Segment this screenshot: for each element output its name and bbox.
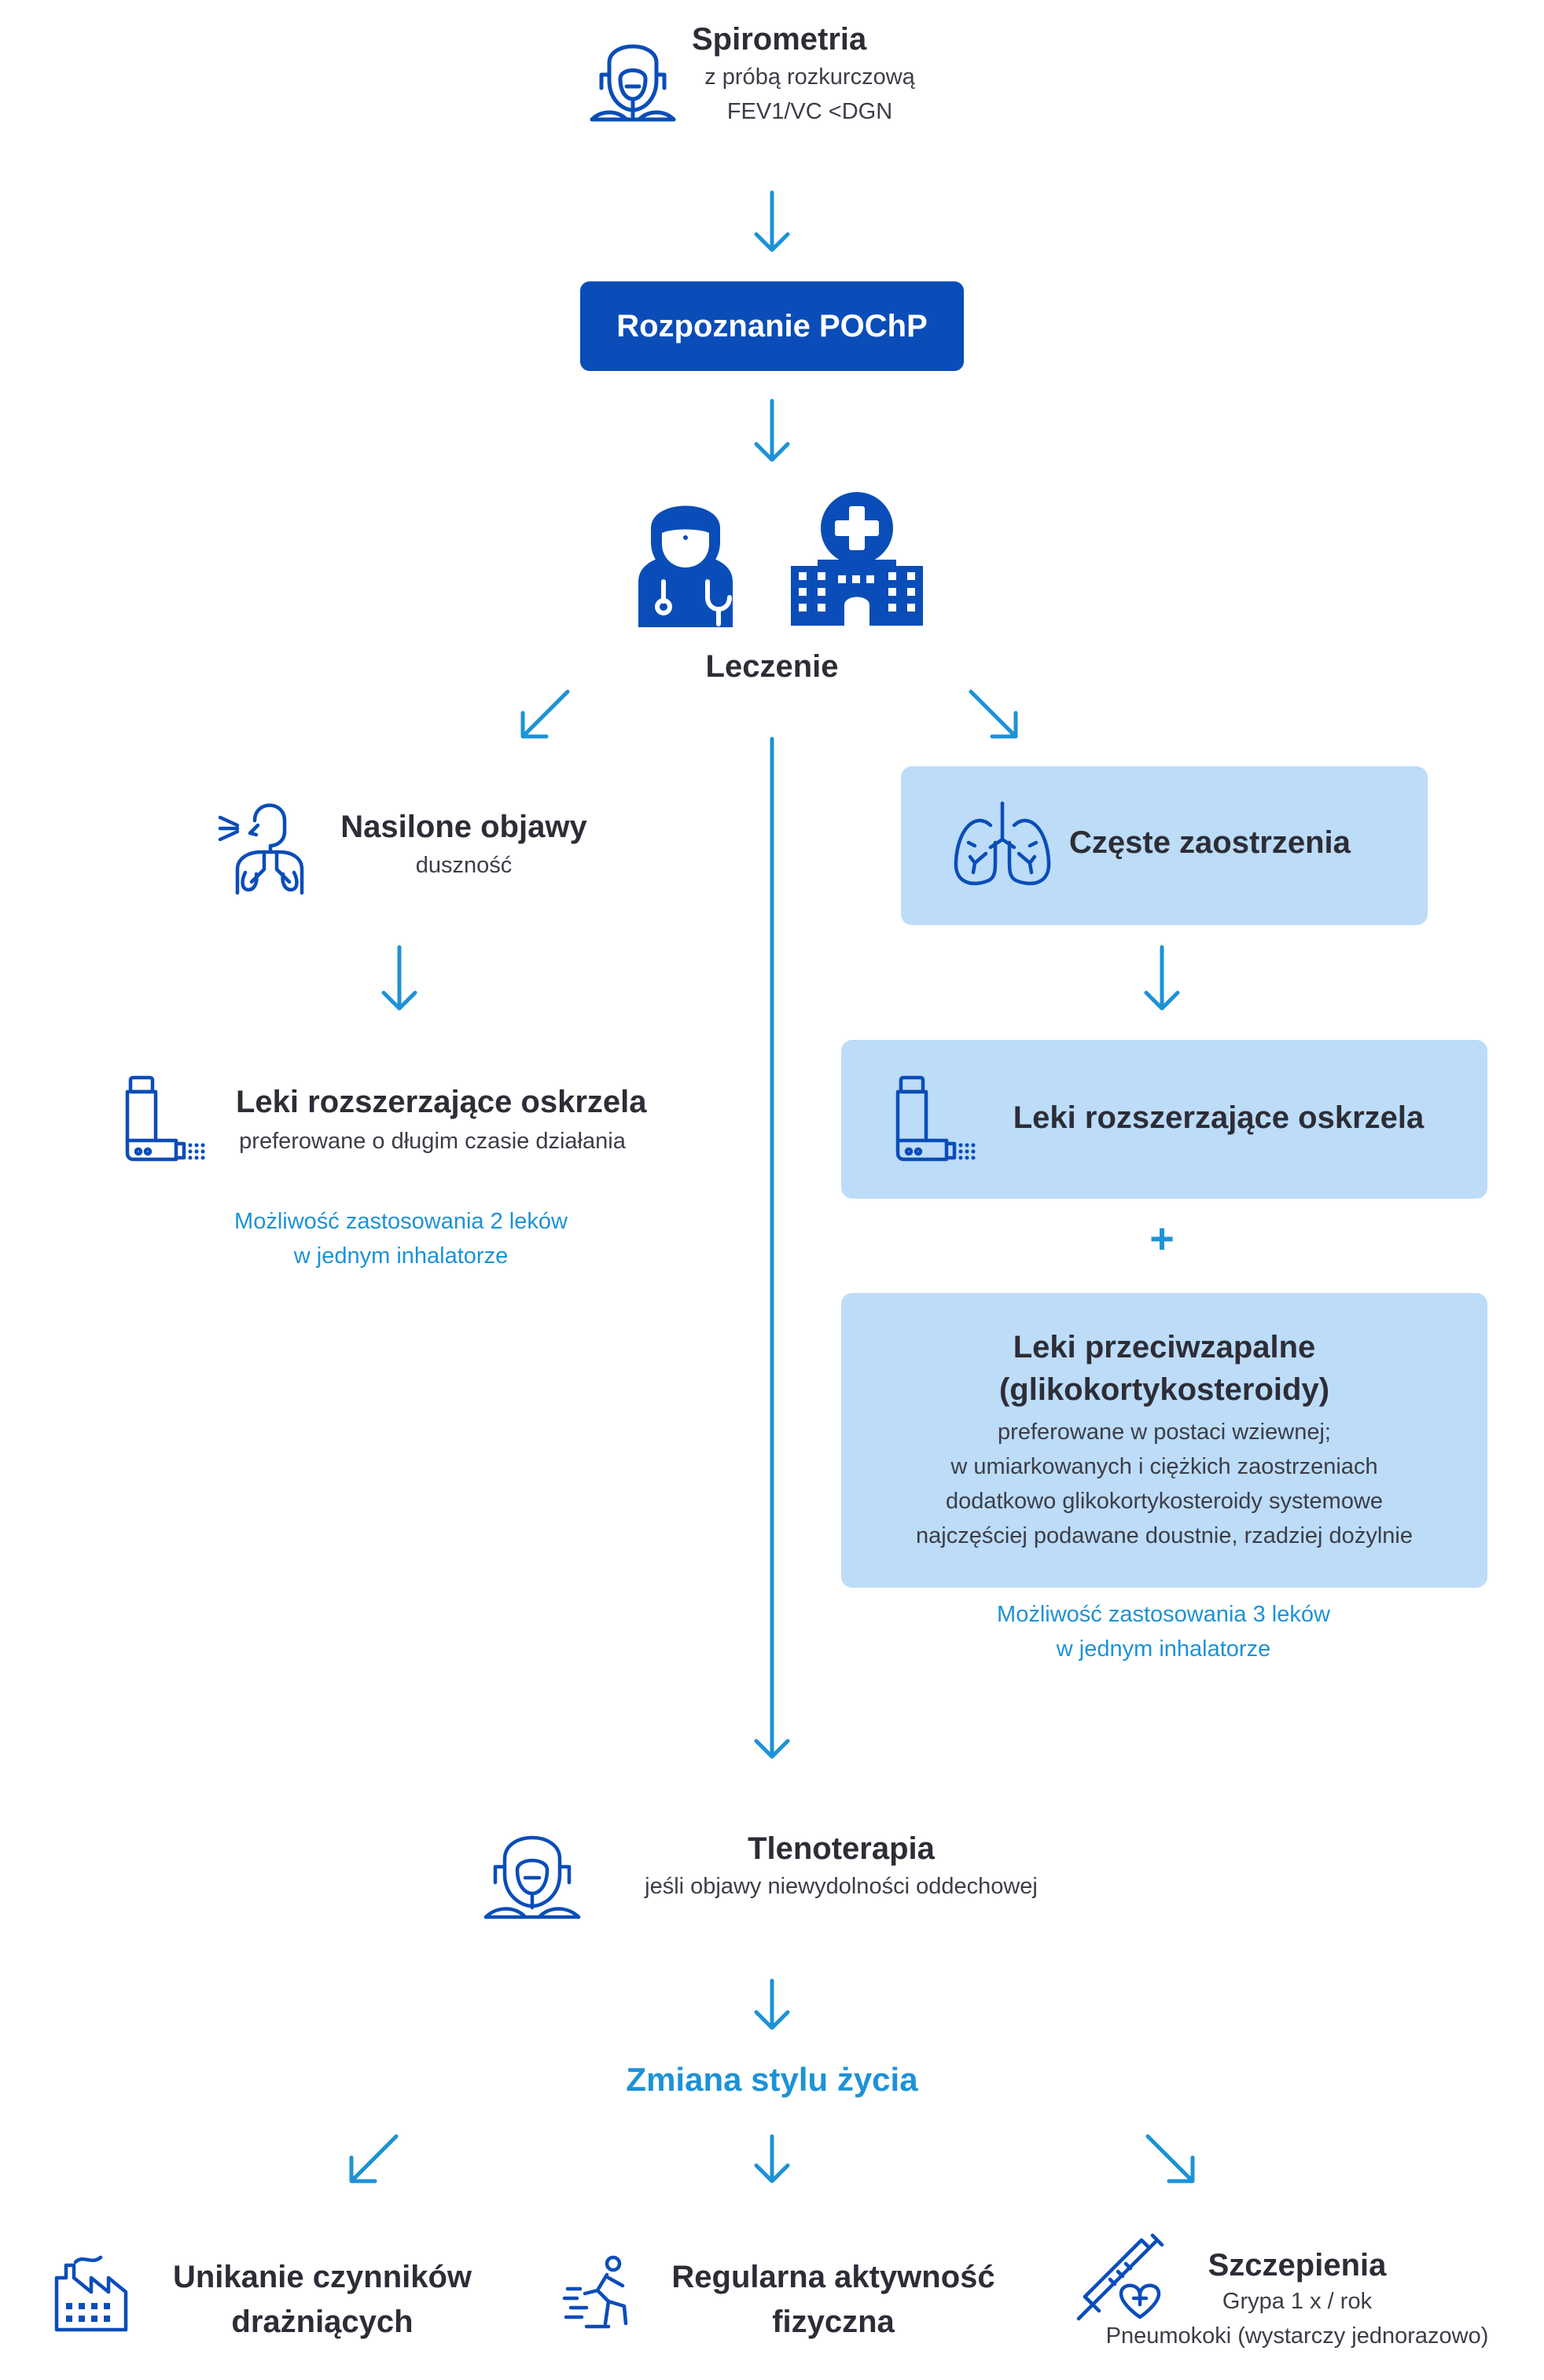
bottom-activity-line2: fizyczna <box>772 2305 895 2339</box>
diagnosis-box: Rozpoznanie POChP <box>580 281 964 371</box>
arrow-down-1 <box>754 190 790 252</box>
right-anti-box <box>841 1293 1487 1588</box>
runner-icon <box>562 2255 628 2329</box>
right-frequent-box <box>901 766 1428 925</box>
bottom-avoid-line2: drażniących <box>231 2305 414 2339</box>
left-drug-title: Leki rozszerzające oskrzela <box>236 1085 647 1119</box>
arrow-down-2 <box>754 399 790 462</box>
arrow-bottom-center <box>754 2134 790 2184</box>
oxygen-mask-icon <box>483 1835 581 1919</box>
left-subtitle: duszność <box>415 853 513 878</box>
right-note-line2: w jednym inhalatorze <box>1056 1636 1271 1662</box>
right-anti-title1: Leki przeciwzapalne <box>1013 1330 1316 1364</box>
right-anti-line2: w umiarkowanych i ciężkich zaostrzeniach <box>950 1454 1378 1479</box>
arrow-diag-left <box>520 689 570 739</box>
inhaler-icon <box>125 1075 205 1162</box>
arrow-long-center <box>754 736 790 1759</box>
right-anti-line3: dodatkowo glikokortykosteroidy systemowe <box>945 1489 1384 1514</box>
arrow-diag-right <box>969 689 1018 739</box>
right-title: Częste zaostrzenia <box>1069 825 1351 860</box>
oxygen-subtitle: jeśli objawy niewydolności oddechowej <box>645 1874 1038 1899</box>
left-drug-subtitle: preferowane o długim czasie działania <box>239 1129 626 1154</box>
right-drug-box <box>841 1040 1487 1199</box>
arrow-bottom-right <box>1145 2134 1195 2184</box>
doctor-icon <box>638 505 733 627</box>
oxygen-title: Tlenoterapia <box>748 1831 935 1866</box>
breathing-icon <box>218 803 304 895</box>
vacc-title: Szczepienia <box>1208 2248 1387 2283</box>
right-anti-line1: preferowane w postaci wziewnej; <box>998 1420 1331 1445</box>
vacc-line1: Grypa 1 x / rok <box>1222 2289 1373 2314</box>
spirometry-mask-icon <box>590 44 676 122</box>
vaccine-icon <box>1076 2233 1164 2321</box>
bottom-activity-line1: Regularna aktywność <box>671 2260 995 2294</box>
lifestyle-label: Zmiana stylu życia <box>626 2061 918 2098</box>
right-note-line1: Możliwość zastosowania 3 leków <box>997 1602 1330 1627</box>
arrow-down-right <box>1144 945 1180 1011</box>
bottom-avoid-line1: Unikanie czynników <box>172 2260 472 2294</box>
left-note-line2: w jednym inhalatorze <box>293 1243 509 1269</box>
plus-sign: + <box>1149 1215 1175 1262</box>
right-anti-line4: najczęściej podawane doustnie, rzadziej … <box>916 1523 1413 1548</box>
right-anti-title2: (glikokortykosteroidy) <box>998 1372 1330 1407</box>
lungs-icon <box>954 801 1051 886</box>
treatment-label: Leczenie <box>705 649 839 684</box>
hospital-icon <box>791 492 923 626</box>
right-drug-title: Leki rozszerzające oskrzela <box>1013 1100 1425 1135</box>
left-note-line1: Możliwość zastosowania 2 leków <box>234 1209 568 1234</box>
spirometry-line2: FEV1/VC <DGN <box>726 99 893 124</box>
inhaler-icon-right <box>895 1075 976 1162</box>
arrow-down-3 <box>754 1978 790 2030</box>
vacc-line2: Pneumokoki (wystarczy jednorazowo) <box>1105 2323 1489 2349</box>
arrow-down-left <box>381 945 417 1011</box>
spirometry-line1: z próbą rozkurczową <box>704 64 915 90</box>
left-title: Nasilone objawy <box>340 810 587 844</box>
spirometry-title: Spirometria <box>692 22 867 57</box>
factory-icon <box>54 2255 128 2332</box>
arrow-bottom-left <box>349 2134 399 2184</box>
